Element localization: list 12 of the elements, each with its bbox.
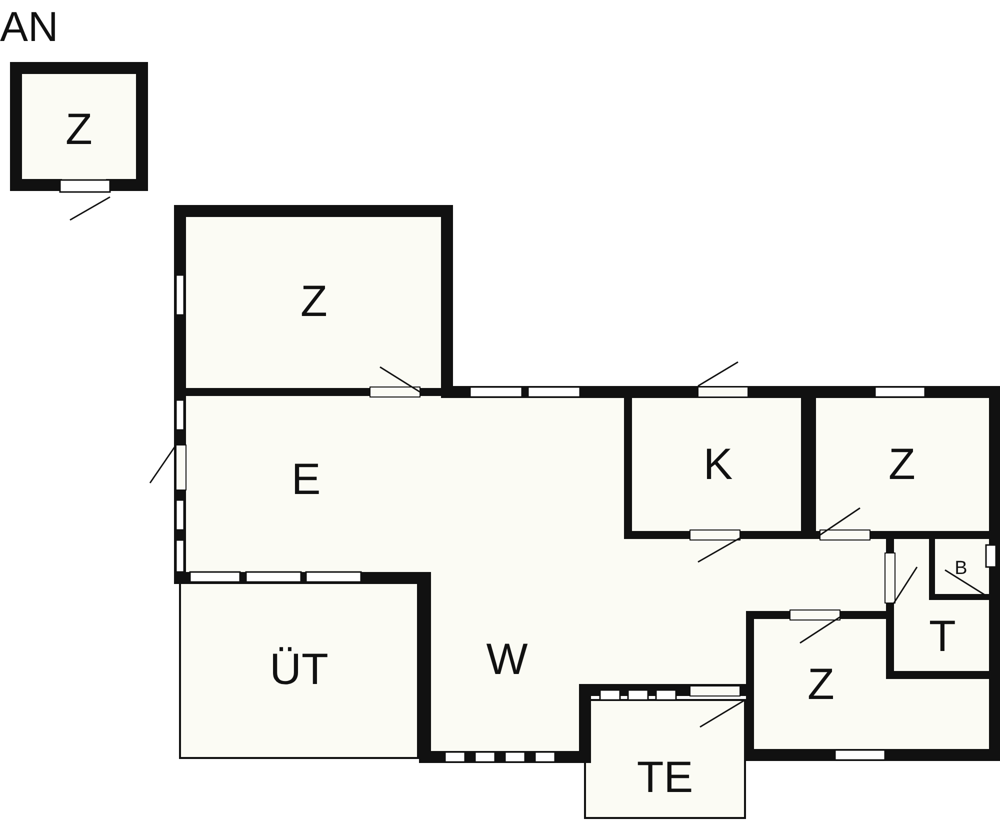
- room-label: Z: [66, 108, 92, 152]
- room-label: TE: [636, 756, 694, 800]
- room-label: E: [291, 458, 321, 502]
- room-label: ÜT: [270, 648, 328, 692]
- room-label: T: [929, 615, 956, 659]
- room-label: Z: [888, 443, 916, 487]
- room-label: Z: [808, 663, 834, 707]
- room-label: W: [486, 638, 528, 682]
- room-label: Z: [300, 280, 328, 324]
- room-label: B: [954, 558, 968, 578]
- room-label: K: [703, 443, 733, 487]
- building-label: AN: [0, 6, 58, 48]
